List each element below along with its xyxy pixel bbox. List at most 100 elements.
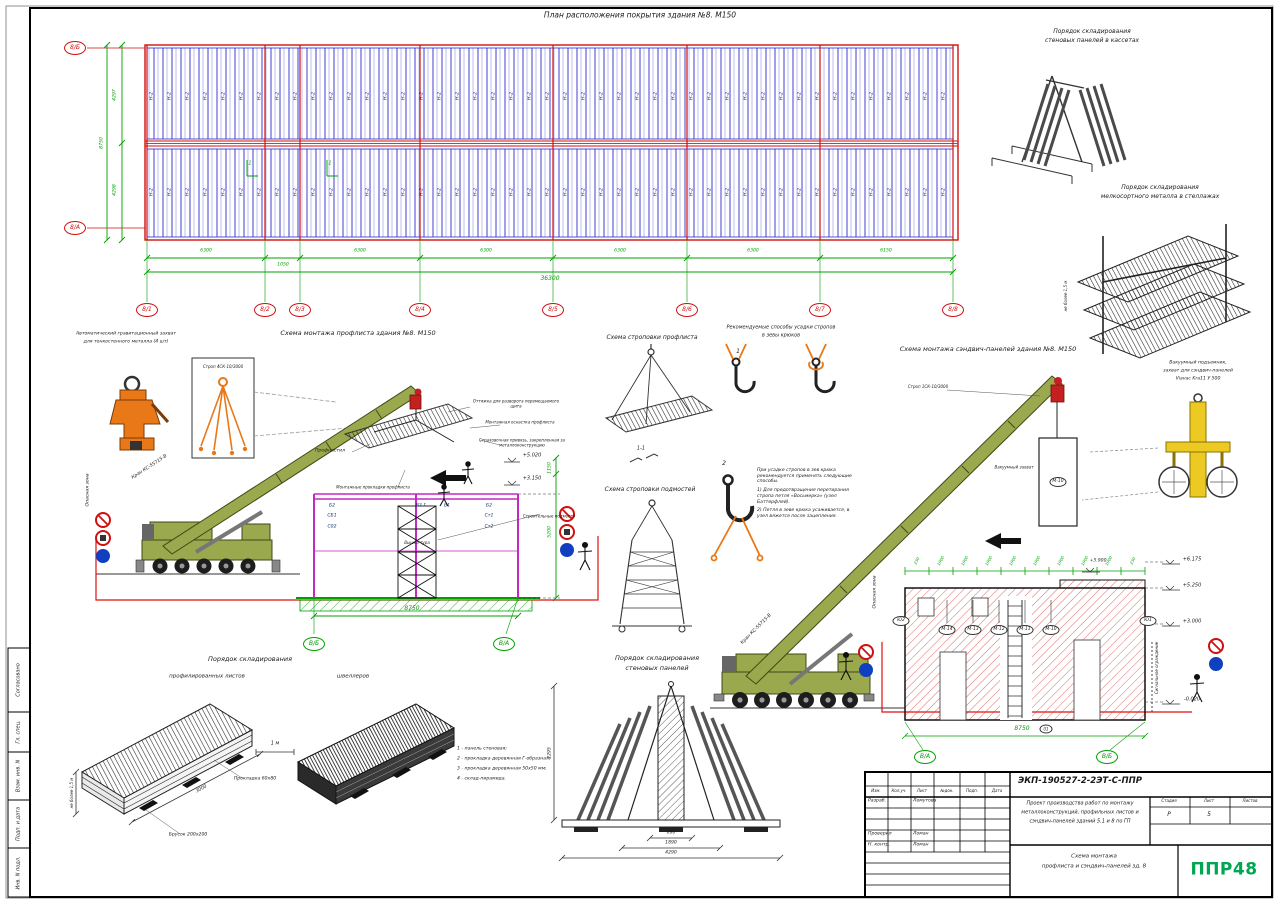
panel-mark: Н-2 [545,91,551,101]
panel-mark: Н-2 [491,91,497,101]
panel-mark: Н-2 [653,187,659,197]
panel-mark: Н-2 [743,187,749,197]
panel-mark: Н-2 [365,187,371,197]
panel-mark: Н-2 [635,187,641,197]
panel-rack-title-1: Порядок складирования [614,653,700,662]
panel-mark: Н-2 [347,91,353,101]
panel-mark: Н-2 [203,187,209,197]
hooks-drawing [710,343,836,562]
panel-mark: Н-2 [185,91,191,101]
panel-mark: Н-2 [167,187,173,197]
panel-mark: Н-2 [185,187,191,197]
panel-mark: Н-2 [869,187,875,197]
safety-signs-4 [1208,638,1224,671]
safety-signs-1 [95,512,111,563]
panel-mark: Н-2 [275,91,281,101]
hooks-title-1: Рекомендуемые способы усадки стропов [726,324,836,331]
axis-bubble: 8/2 [254,303,276,317]
panel-mark: Н-2 [221,187,227,197]
sling-prof-drawing [604,344,714,463]
panel-mark: Н-2 [833,187,839,197]
hooks-num-1: 1 [736,348,740,355]
tb-project-line: Проект производства работ по монтажу [1026,800,1134,807]
panel-mark: Н-2 [329,187,335,197]
panel-mark: Н-2 [581,91,587,101]
gap-label: 1 м [270,740,280,747]
lifter-caption: Viavac Kra11 У 500 [1175,376,1221,382]
sling-prof-title: Схема строповки профлиста [606,334,698,341]
workers-2 [838,651,1205,703]
panel-mark: Н-2 [293,91,299,101]
axis-bubble: 8/3 [289,303,311,317]
axis-bubble: 8/6 [676,303,698,317]
axis-bubble: 8/7 [809,303,831,317]
panel-mark: Н-2 [239,91,245,101]
panel-mark: Н-2 [563,91,569,101]
tb-col-header: Лист [916,788,928,793]
panel-mark-bubble: М-11 [1016,625,1034,635]
grab-caption-2: для тонкостенного металла (4 шт) [83,339,169,345]
panel-mark-bubble: М-13 [964,625,982,635]
tb-project-line: сэндвич-панелей зданий 5.1 и 8 по ГП [1029,818,1131,825]
panel-mark: Н-2 [941,91,947,101]
panel-mark: Н-2 [383,187,389,197]
panel-mark: Н-2 [689,91,695,101]
panel-mark: Н-2 [887,91,893,101]
safety-signs-2 [559,506,575,557]
bottom-mark: 01 [1039,724,1053,734]
panel-mark: Н-2 [761,187,767,197]
panel-mark-bubble: М-10 [1042,625,1060,635]
legend-line: 1 - панель стеновая; [457,746,507,752]
stamp-cell-label: Инв. N подл. [15,855,22,890]
panel-mark: Н-2 [707,187,713,197]
fence-label: Сигнальное ограждение [1154,641,1159,695]
crane1-vdim-2: 5200 [547,526,553,538]
panel-mark: Н-2 [257,187,263,197]
span-dim: 6300 [614,248,626,254]
roof-plan-drawing [87,41,959,302]
section-mark-2: 1 [328,160,332,167]
axis-bubble-va-1: В/А [493,637,515,651]
crane2-title: Схема монтажа сэндвич-панелей здания №8.… [899,344,1077,353]
span-dim: 6150 [880,248,892,254]
panel-mark: Н-2 [401,187,407,197]
panel-mark: Н-2 [509,91,515,101]
span-dim: 6300 [354,248,366,254]
sheet-frame [5,5,1274,899]
stamp-cell-label: Взам. инв. N [15,759,22,793]
level-mark: +5.250 [1182,582,1202,589]
panel-mark: Н-2 [455,187,461,197]
safety-label: Страховочная привязь, закрепленная за ме… [479,437,565,447]
panel-mark: Н-2 [419,91,425,101]
crane1-vdim-1: 1150 [547,462,553,474]
tb-col-header: Дата [991,788,1003,793]
crane2-sling-label: Строп 1СК-10/3000 [907,384,949,389]
panel-mark: Н-2 [365,91,371,101]
panel-mark: Н-2 [401,91,407,101]
panel-mark: Н-2 [617,187,623,197]
axis-bubble-8b: 8/Б [64,41,86,55]
span-dim: 6300 [480,248,492,254]
total-dim: 36300 [540,275,560,282]
small-dim: 1050 [277,262,289,268]
tb-sheet-title: профлиста и сэндвич-панелей зд. 8 [1041,863,1147,870]
level-5900: +5.900 [1089,558,1107,564]
metal-rack-title-2: мелкосортного металла в стеллажах [1100,193,1220,200]
sling-box-label: Строп 4СК-10/3000 [202,364,244,369]
title-block-grid [864,771,1273,898]
panel-mark: Н-2 [797,187,803,197]
tb-sheet-value: 5 [1207,811,1211,818]
direction-arrow-1 [430,470,466,486]
panel-mark: Н-2 [905,91,911,101]
panel-rack-title-2: стеновых панелей [625,663,689,672]
panel-mark: Н-2 [419,187,425,197]
panel-mark: Н-2 [671,187,677,197]
panel-mark: Н-2 [761,91,767,101]
panel-mark: Н-2 [725,187,731,197]
panel-mark: Н-2 [581,187,587,197]
stacks-title: Порядок складирования [207,654,293,663]
danger-zone-2: Опасная зона [872,575,878,609]
beam-label: Б2 [485,503,493,509]
tb-stage-value: Р [1167,811,1171,818]
